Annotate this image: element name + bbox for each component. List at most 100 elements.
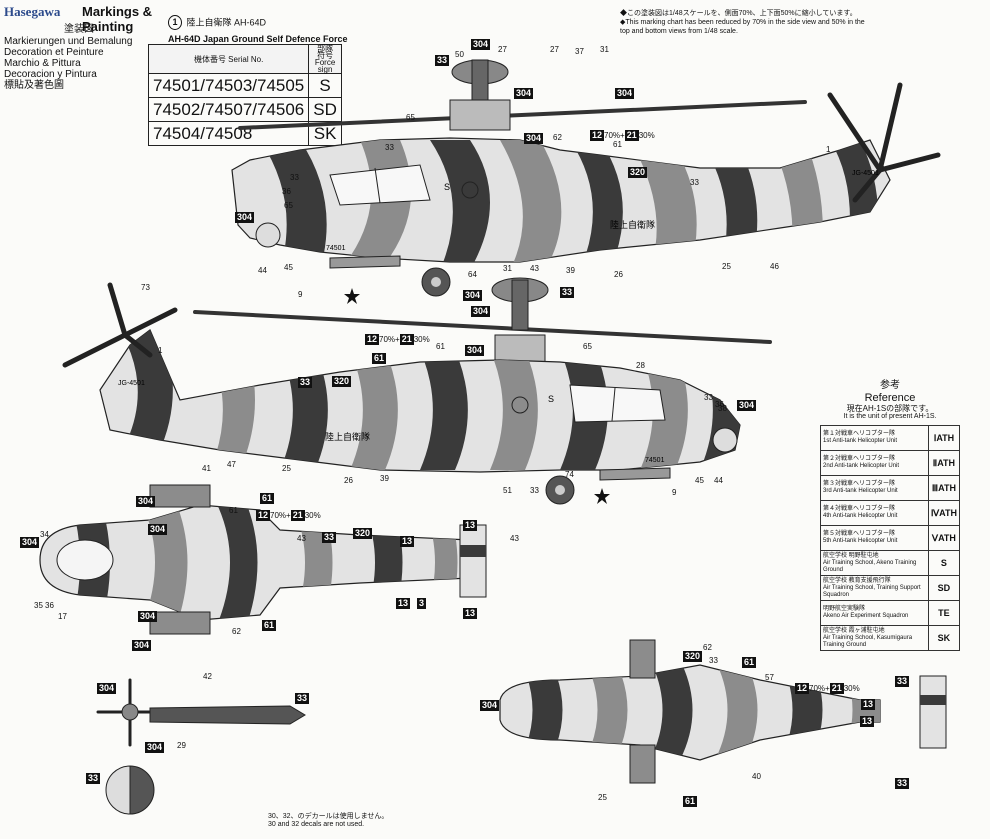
callout-51: 51 [503,486,512,495]
svg-text:陸上自衛隊: 陸上自衛隊 [610,219,655,230]
callout-62: 62 [232,627,241,636]
unit-code: SD [927,575,961,602]
callout-1: 1 [158,346,163,355]
reference-note-jp: 現在AH-1Sの部隊です。 [846,404,934,414]
callout-38: 38 [718,404,727,413]
serial-header: 機体番号 Serial No. [147,44,310,74]
unit-code: TE [927,600,961,627]
title-en: Markings & Painting [82,4,153,34]
scale-note-jp: ◆この塗装図は1/48スケールを、側面70%、上下面50%に縮小しています。 [620,10,857,17]
unit-code: ⅡATH [927,450,961,477]
callout-25: 25 [598,793,607,802]
unit-code: SK [927,625,961,652]
callout-33: 33 [690,178,699,187]
callout-61: 61 [683,796,698,807]
callout-304: 304 [97,683,117,694]
callout-33: 33 [895,778,910,789]
callout-36: 36 [715,400,724,409]
callout-57: 57 [765,673,774,682]
callout-304: 304 [136,496,156,507]
unit-code: ⅢATH [927,475,961,502]
unit-code: S [927,550,961,577]
callout-320: 320 [683,651,703,662]
title-jp: 塗装図 [64,24,94,35]
callout-61: 61 [229,506,238,515]
scale-note: ◆この塗装図は1/48スケールを、側面70%、上下面50%に縮小しています。 ◆… [620,9,870,36]
callout-9: 9 [672,488,677,497]
aircraft-heading: 1 陸上自衛隊 AH-64D AH-64D Japan Ground Self … [168,14,348,44]
callout-43: 43 [510,534,519,543]
callout-36: 36 [282,187,291,196]
callout-320: 320 [353,528,373,539]
callout-61: 61 [436,342,445,351]
callout-25: 25 [722,262,731,271]
callout-9: 9 [298,290,303,299]
callout-13: 13 [861,699,876,710]
callout-25: 25 [282,464,291,473]
lang-it: Marchio & Pittura [4,58,81,69]
callout-65: 65 [583,342,592,351]
callout-13: 13 [860,716,875,727]
callout-61: 61 [742,657,757,668]
callout-304: 304 [480,700,500,711]
callout-33: 33 [290,173,299,182]
svg-text:74501: 74501 [326,245,346,252]
svg-text:S: S [444,182,450,192]
callout-65: 65 [406,113,415,122]
callout-29: 29 [177,741,186,750]
callout-41: 41 [202,464,211,473]
aircraft-name-jp: 陸上自衛隊 AH-64D [186,17,266,28]
callout-33: 33 [709,656,718,665]
callout-62: 62 [703,643,712,652]
lang-fr: Decoration et Peinture [4,47,104,58]
sign-cell: SD [308,97,342,122]
lang-de: Markierungen und Bemalung [4,36,133,47]
aircraft-number-badge: 1 [168,15,182,31]
callout-304: 304 [138,611,158,622]
callout-33: 33 [560,287,575,298]
serial-cell: 74501/74503/74505 [147,73,310,98]
callout-34: 34 [40,530,49,539]
reference-note-en: It is the unit of present AH-1S. [843,413,937,421]
callout-46: 46 [770,262,779,271]
reference-title-jp: 参考 [880,380,900,391]
callout-36: 36 [45,601,54,610]
callout-50: 50 [455,50,464,59]
callout-3: 3 [417,598,427,609]
svg-text:陸上自衛隊: 陸上自衛隊 [325,431,370,442]
callout-43: 43 [530,264,539,273]
svg-text:74501: 74501 [645,457,665,464]
table-row: 74501/74503/74505 S [147,73,342,98]
callout-13: 13 [396,598,411,609]
callout-73: 73 [141,283,150,292]
callout-31: 31 [600,45,609,54]
callout-33: 33 [895,676,910,687]
callout-39: 39 [566,266,575,275]
unit-code: ⅤATH [927,525,961,552]
callout-28: 28 [636,361,645,370]
callout-61: 61 [613,140,622,149]
callout-304: 304 [465,345,485,356]
svg-text:S: S [548,394,554,404]
callout-44: 44 [258,266,267,275]
header: Hasegawa Markings & Painting 塗装図 Markier… [4,4,164,94]
callout-74: 74 [565,470,574,479]
callout-33: 33 [86,773,101,784]
brand-logo: Hasegawa [4,4,61,19]
callout-61: 61 [372,353,387,364]
callout-13: 13 [463,608,478,619]
callout-37: 37 [575,47,584,56]
scale-note-en: ◆This marking chart has been reduced by … [620,19,865,35]
callout-27: 27 [550,45,559,54]
